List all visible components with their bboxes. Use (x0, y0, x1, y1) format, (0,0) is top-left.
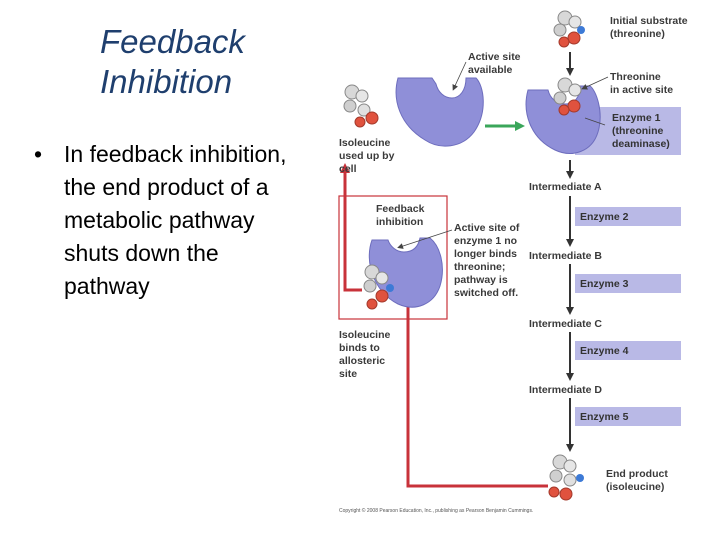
bullet-dot: • (34, 141, 43, 167)
bullet-line: metabolic pathway (64, 207, 255, 233)
threonine-molecule-icon (553, 10, 585, 48)
bullet-line: shuts down the (64, 240, 219, 266)
title-line-2: Inhibition (100, 63, 233, 100)
label-intermediate-a: Intermediate A (529, 181, 602, 193)
leader-line (584, 117, 606, 126)
feedback-line-bottom (403, 293, 548, 488)
slide-title: Feedback Inhibition (100, 22, 320, 102)
leader-line (581, 76, 609, 90)
threonine-bound-molecule-icon (553, 77, 582, 116)
isoleucine-free-molecule-icon (343, 84, 379, 128)
enzyme3-box (575, 274, 681, 293)
bullet-line: pathway (64, 273, 150, 299)
feedback-line-up (340, 163, 362, 292)
label-intermediate-b: Intermediate B (529, 250, 602, 262)
enzyme2-box (575, 207, 681, 226)
title-line-1: Feedback (100, 23, 245, 60)
isoleucine-bound-molecule-icon (363, 264, 394, 310)
copyright-text: Copyright © 2008 Pearson Education, Inc.… (339, 507, 533, 514)
bullet-line: the end product of a (64, 174, 269, 200)
end-product-molecule-icon (548, 454, 584, 501)
label-enzyme4: Enzyme 4 (580, 345, 629, 357)
enzyme4-box (575, 341, 681, 360)
label-intermediate-d: Intermediate D (529, 384, 602, 396)
label-enzyme5: Enzyme 5 (580, 411, 629, 423)
bullet-point: • In feedback inhibition, the end produc… (34, 138, 324, 303)
leader-line (452, 61, 467, 91)
enzyme5-box (575, 407, 681, 426)
label-end-product: End product(isoleucine) (606, 468, 668, 493)
enzyme-free-icon (395, 77, 484, 147)
label-initial-substrate: Initial substrate(threonine) (610, 15, 688, 40)
label-intermediate-c: Intermediate C (529, 318, 602, 330)
label-enzyme2: Enzyme 2 (580, 211, 629, 223)
leader-line (397, 229, 453, 249)
label-enzyme3: Enzyme 3 (580, 278, 629, 290)
bullet-line: In feedback inhibition, (64, 141, 287, 167)
